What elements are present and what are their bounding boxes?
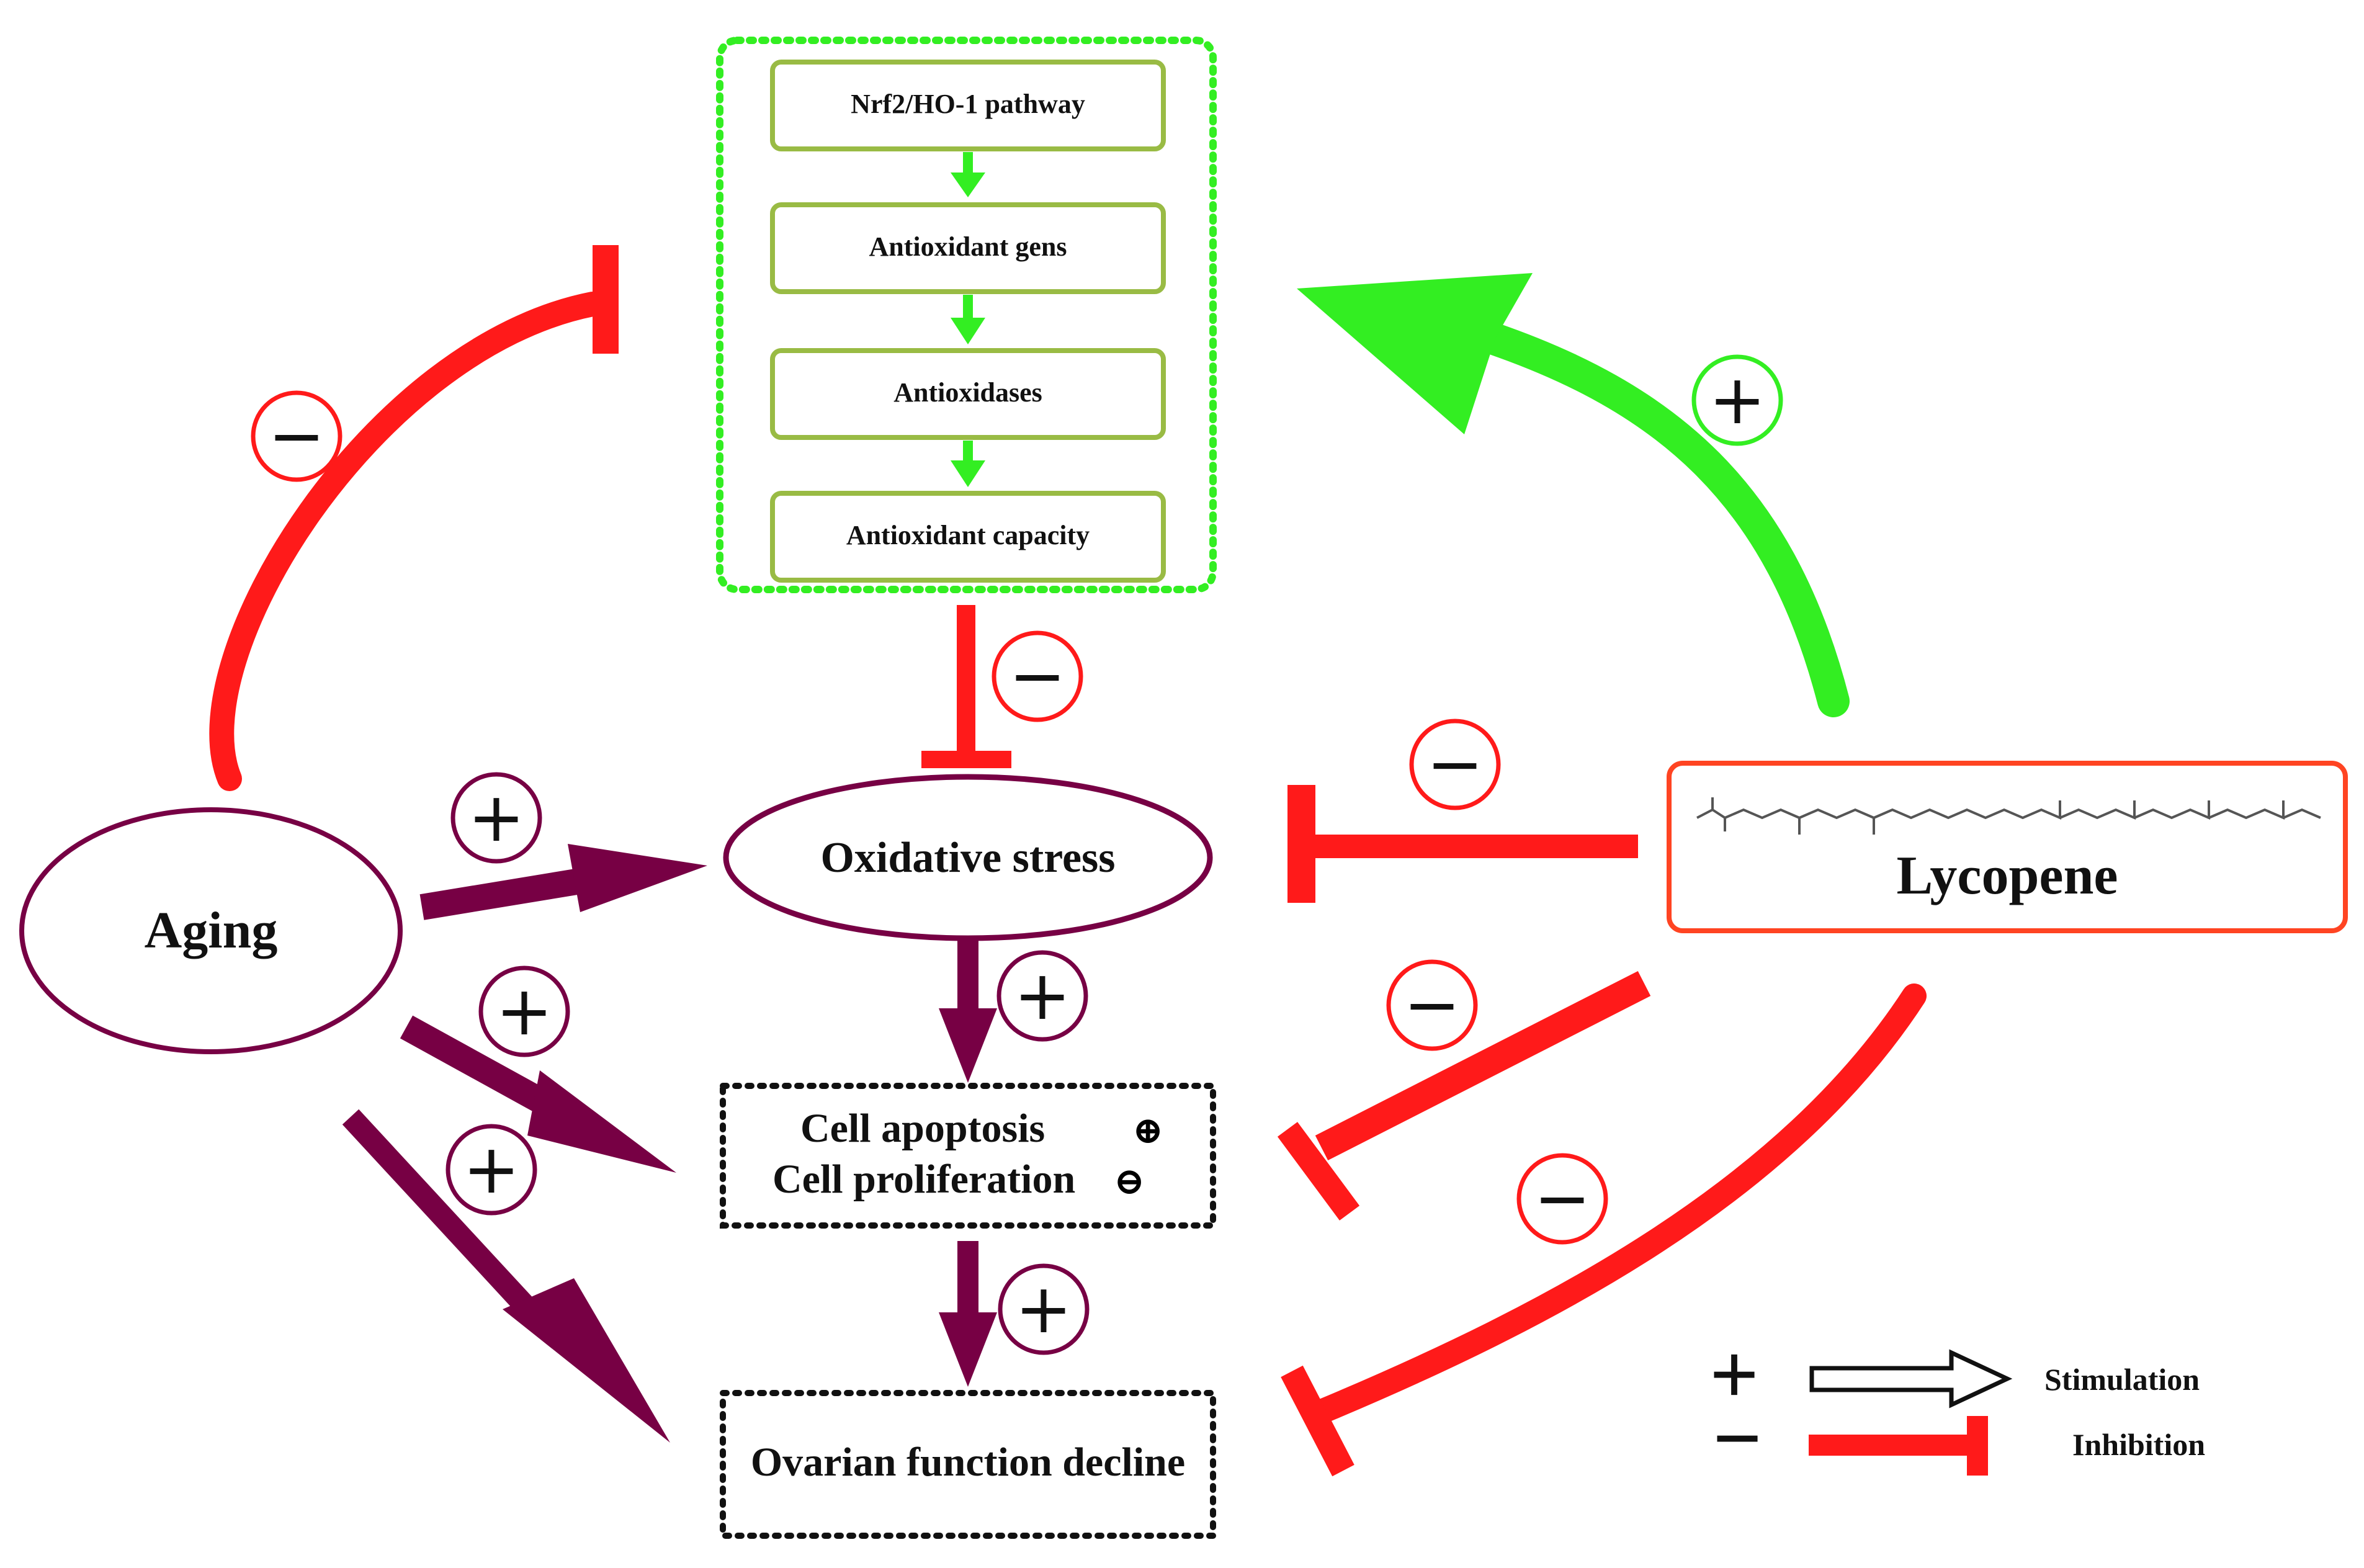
stimulate-aging-to-stress — [419, 844, 707, 920]
minus-badge-pathway-stress: − — [992, 630, 1083, 722]
legend-minus-icon: − — [1713, 1391, 1762, 1487]
legend-inhibition-label: Inhibition — [2072, 1427, 2205, 1462]
minus-icon: − — [1009, 636, 1066, 715]
pathway-step-label: Antioxidases — [893, 377, 1042, 408]
aging-label: Aging — [145, 902, 278, 959]
aging-node: Aging — [19, 807, 403, 1054]
oxidative-stress-label: Oxidative stress — [820, 834, 1115, 882]
ovarian-decline-box: Ovarian function decline — [720, 1390, 1216, 1539]
ovarian-decline-label: Ovarian function decline — [751, 1440, 1185, 1485]
pathway-step-antioxidant-gens: Antioxidant gens — [770, 202, 1166, 294]
stimulate-aging-to-cell-effects — [400, 1015, 676, 1173]
plus-badge-lycopene-pathway: + — [1691, 354, 1783, 446]
lycopene-label: Lycopene — [1897, 846, 2118, 906]
minus-badge-lycopene-cell: − — [1386, 959, 1478, 1051]
plus-icon: + — [463, 1129, 520, 1209]
minus-icon: − — [1534, 1158, 1591, 1238]
plus-badge-stress-cell: + — [996, 950, 1088, 1042]
pathway-step-nrf2: Nrf2/HO-1 pathway — [770, 60, 1166, 151]
plus-badge-aging-stress: + — [450, 772, 542, 864]
stimulate-stress-to-cell-effects — [939, 940, 997, 1083]
cell-effects-box: Cell apoptosis Cell proliferation ⊕ ⊖ — [720, 1083, 1216, 1229]
pathway-step-label: Antioxidant gens — [869, 231, 1067, 262]
pathway-step-antioxidases: Antioxidases — [770, 348, 1166, 440]
pathway-step-label: Antioxidant capacity — [846, 520, 1090, 550]
legend-inhibition-bar-icon — [1809, 1416, 1988, 1476]
minus-icon: − — [268, 396, 325, 475]
plus-icon: + — [496, 971, 553, 1051]
pathway-step-label: Nrf2/HO-1 pathway — [851, 89, 1085, 119]
inhibit-pathway-to-stress — [921, 605, 1011, 768]
minus-badge-lycopene-ovarian: − — [1516, 1153, 1608, 1245]
plus-icon: + — [1709, 360, 1766, 439]
pathway-container — [716, 37, 1217, 593]
oxidative-stress-node: Oxidative stress — [723, 774, 1213, 941]
plus-icon: + — [1014, 956, 1071, 1035]
minus-badge-lycopene-stress: − — [1409, 719, 1501, 810]
stimulate-aging-to-ovarian — [342, 1109, 670, 1443]
inhibit-lycopene-to-cell-effects — [1277, 970, 1651, 1221]
lycopene-node: Lycopene — [1667, 761, 2348, 933]
stimulate-cell-effects-to-ovarian — [939, 1241, 997, 1387]
plus-icon: + — [1015, 1269, 1072, 1348]
plus-badge-aging-ovarian: + — [445, 1124, 537, 1216]
circled-minus-icon: ⊖ — [1114, 1161, 1145, 1202]
minus-icon: − — [1426, 724, 1484, 804]
cell-apoptosis-label: Cell apoptosis — [800, 1106, 1045, 1151]
plus-badge-cell-ovarian: + — [998, 1263, 1090, 1355]
plus-icon: + — [468, 777, 525, 857]
legend: + Stimulation − Inhibition — [1709, 1327, 2205, 1487]
inhibit-lycopene-to-ovarian — [1281, 983, 1927, 1477]
minus-icon: − — [1404, 965, 1461, 1044]
pathway-arrows — [951, 152, 985, 487]
plus-badge-aging-cell: + — [478, 965, 570, 1057]
legend-plus-icon: + — [1709, 1327, 1759, 1423]
inhibit-lycopene-to-stress — [1287, 785, 1638, 903]
legend-stimulation-label: Stimulation — [2044, 1362, 2200, 1397]
circled-plus-icon: ⊕ — [1132, 1110, 1163, 1151]
legend-stimulation-arrow-icon — [1809, 1349, 2013, 1409]
cell-proliferation-label: Cell proliferation — [772, 1157, 1075, 1202]
lycopene-molecule-structure — [1696, 797, 2321, 835]
stimulate-lycopene-to-pathway — [1297, 273, 1850, 717]
minus-badge-aging-pathway: − — [251, 390, 343, 482]
inhibit-aging-to-pathway — [209, 245, 619, 791]
pathway-step-antioxidant-capacity: Antioxidant capacity — [770, 491, 1166, 583]
